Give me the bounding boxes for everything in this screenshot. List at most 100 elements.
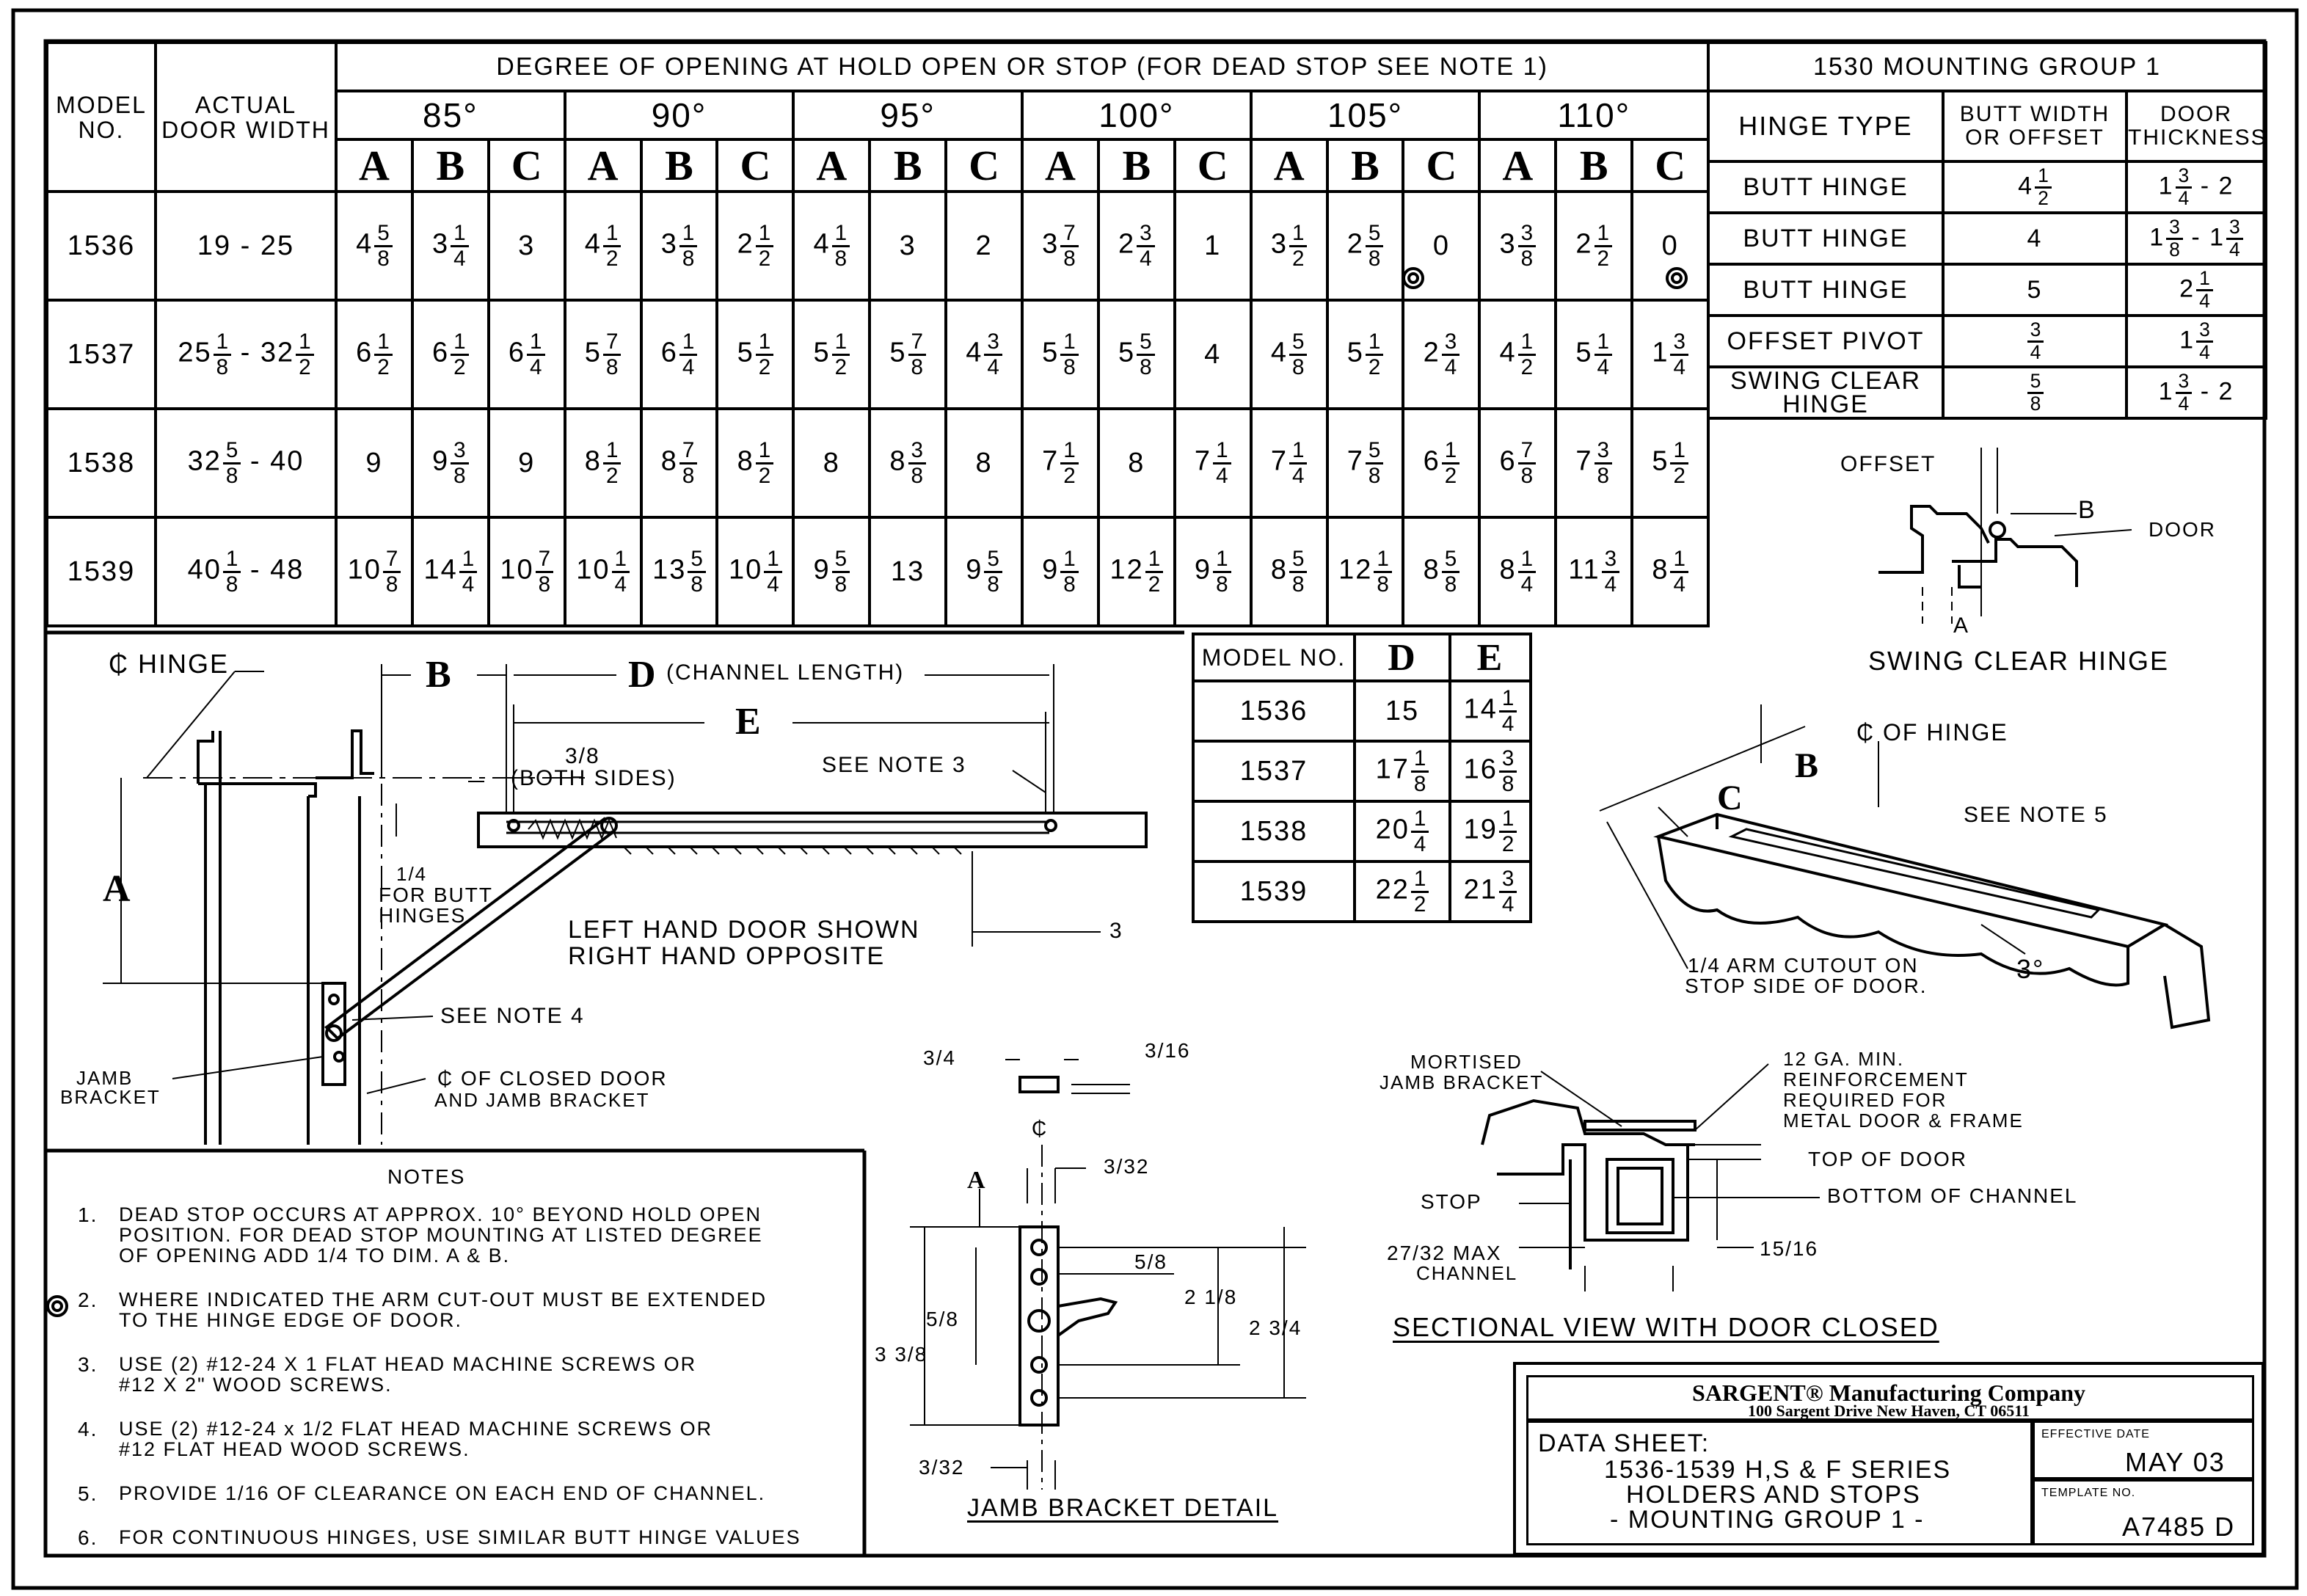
right-hand-opposite-label: RIGHT HAND OPPOSITE [568, 942, 886, 970]
mounting-group-title: - MOUNTING GROUP 1 - [1610, 1506, 1925, 1534]
five-eighth-left-label: 5/8 [926, 1308, 959, 1330]
jamb-bracket-centerline-label: AND JAMB BRACKET [434, 1089, 650, 1111]
note-number: 1. [78, 1203, 98, 1226]
quarter-label: 1/4 [396, 863, 428, 885]
mounting-group-header: HINGE TYPE [1707, 90, 1945, 163]
model-number-cell: 1536 [45, 190, 157, 302]
channel-table-header: D [1353, 633, 1451, 682]
note-text: #12 X 2" WOOD SCREWS. [119, 1374, 393, 1396]
note-text: USE (2) #12-24 x 1/2 FLAT HEAD MACHINE S… [119, 1418, 713, 1440]
max-channel-label: 27/32 MAX [1387, 1242, 1502, 1264]
model-number-cell: 1539 [45, 516, 157, 627]
company-name: SARGENT® Manufacturing Company [1692, 1380, 2085, 1406]
door-width-cell: 19 - 25 [154, 190, 338, 302]
mortised-label: MORTISED [1410, 1051, 1523, 1073]
dimension-letter-header: B [868, 138, 948, 193]
dim-a-label: A [103, 868, 131, 910]
note-text: FOR CONTINUOUS HINGES, USE SIMILAR BUTT … [119, 1526, 801, 1548]
note-text: USE (2) #12-24 X 1 FLAT HEAD MACHINE SCR… [119, 1353, 697, 1375]
two-three-quarter-label: 2 3/4 [1249, 1316, 1302, 1339]
note-text: PROVIDE 1/16 OF CLEARANCE ON EACH END OF… [119, 1482, 766, 1504]
stop-side-label: STOP SIDE OF DOOR. [1685, 974, 1928, 997]
dimension-cell: 8 [1096, 407, 1176, 519]
channel-label: CHANNEL [1416, 1262, 1518, 1284]
dimension-cell: 4 [1173, 299, 1253, 410]
arm-cutout-label: 1/4 ARM CUTOUT ON [1688, 954, 1919, 977]
note-number: 4. [78, 1418, 98, 1440]
three-degree-label: 3° [2016, 954, 2045, 984]
bracket-label: BRACKET [60, 1086, 161, 1108]
dimension-letter-header: C [1630, 138, 1710, 193]
mounting-group-cell: SWING CLEAR HINGE [1707, 365, 1945, 420]
dimension-cell: 0 [1630, 190, 1710, 302]
reinforcement-line-2: REINFORCEMENT [1783, 1068, 1969, 1090]
dimension-letter-header: C [1173, 138, 1253, 193]
iso-view-geometry [1599, 704, 2211, 1030]
swing-b-label: B [2078, 496, 2096, 524]
dimension-cell: 9 [486, 407, 566, 519]
template-number-value: A7485 D [2122, 1512, 2236, 1542]
of-hinge-label: ₵ OF HINGE [1856, 719, 2008, 746]
three-32-bottom-label: 3/32 [919, 1456, 965, 1479]
three-quarter-label: 3/4 [923, 1046, 956, 1069]
dim-b-label: B [426, 654, 451, 696]
actual-door-width-header: ACTUAL DOOR WIDTH [154, 41, 338, 193]
mounting-group-title: 1530 MOUNTING GROUP 1 [1706, 41, 2268, 92]
dimension-cell: 8 [944, 407, 1024, 519]
series-title: 1536-1539 H,S & F SERIES [1604, 1456, 1952, 1484]
jamb-label: JAMB [76, 1067, 134, 1089]
company-address: 100 Sargent Drive New Haven, CT 06511 [1748, 1402, 2030, 1420]
mounting-group-cell: BUTT HINGE [1707, 160, 1945, 214]
see-note-5-label: SEE NOTE 5 [1964, 803, 2108, 827]
note-number: 3. [78, 1353, 98, 1376]
hinges-label: HINGES [379, 904, 467, 927]
dimension-letter-header: A [1249, 138, 1329, 193]
mounting-group-header: BUTT WIDTH OR OFFSET [1942, 90, 2128, 163]
data-sheet-label: DATA SHEET: [1538, 1429, 1710, 1457]
channel-table-cell: 1536 [1192, 679, 1356, 743]
holders-stops-title: HOLDERS AND STOPS [1626, 1481, 1921, 1509]
dimension-letter-header: C [715, 138, 795, 193]
degree-header: 100° [1021, 90, 1253, 141]
degree-header: 90° [563, 90, 795, 141]
degree-header: 105° [1249, 90, 1481, 141]
